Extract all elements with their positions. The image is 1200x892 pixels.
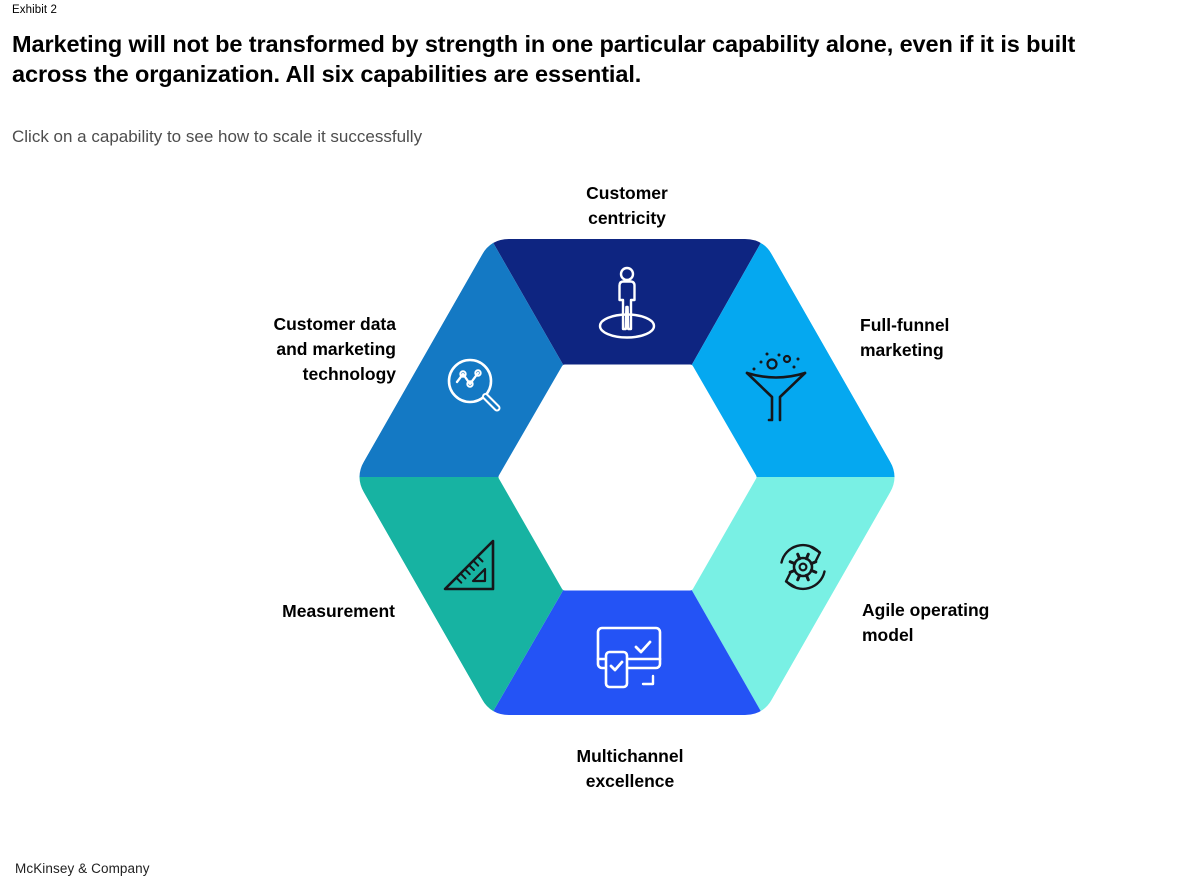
label-agile-operating-model: Agile operating model (862, 600, 990, 645)
exhibit-subtitle: Click on a capability to see how to scal… (12, 127, 423, 146)
magnifier-chart-icon (447, 358, 501, 412)
label-measurement: Measurement (282, 601, 395, 621)
segment-full-funnel-marketing[interactable] (690, 239, 899, 477)
set-square-icon (443, 539, 495, 591)
exhibit-title: Marketing will not be transformed by str… (12, 31, 1076, 87)
inner-hexagon-hole (498, 364, 757, 591)
exhibit-number: Exhibit 2 (12, 4, 58, 16)
label-customer-data-martech: Customer data and marketing technology (273, 314, 396, 384)
devices-check-icon (596, 626, 662, 689)
label-customer-centricity: Customer centricity (586, 183, 668, 228)
segment-customer-data-martech[interactable] (355, 239, 565, 477)
gear-cycle-icon (780, 543, 826, 591)
person-spotlight-icon (598, 266, 656, 339)
segment-multichannel-excellence[interactable] (491, 587, 763, 715)
mckinsey-brand: McKinsey & Company (15, 861, 150, 876)
label-full-funnel-marketing: Full-funnel marketing (860, 315, 950, 360)
segment-customer-centricity[interactable] (491, 239, 763, 368)
segment-agile-operating-model[interactable] (690, 477, 899, 715)
funnel-icon (745, 352, 807, 422)
label-multichannel-excellence: Multichannel excellence (576, 746, 684, 791)
segment-measurement[interactable] (355, 477, 565, 715)
